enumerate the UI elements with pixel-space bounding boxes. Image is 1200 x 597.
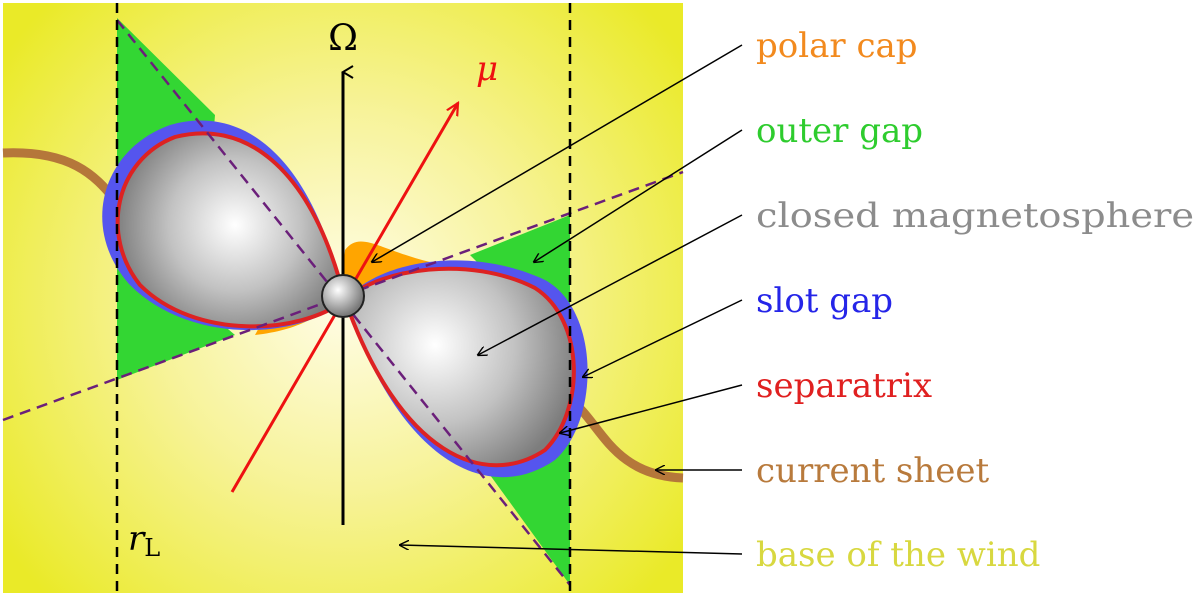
omega-symbol: Ω (328, 18, 358, 59)
light-cylinder-radius-label: rL (128, 519, 160, 562)
label-closed-magnetosphere: closed magnetosphere (756, 196, 1194, 236)
leader-lines (372, 44, 743, 555)
r-subscript: L (144, 534, 160, 562)
neutron-star (321, 274, 365, 318)
label-separatrix: separatrix (756, 366, 932, 406)
label-base-of-wind: base of the wind (756, 535, 1040, 575)
label-slot-gap: slot gap (756, 281, 893, 321)
leader-closed-magnetosphere (478, 214, 743, 355)
closed-zone-upper-left (117, 133, 346, 327)
separatrix-upper-left (115, 131, 348, 329)
r-symbol: r (128, 519, 146, 559)
leader-polar-cap (372, 44, 743, 262)
leader-base-of-wind (400, 545, 743, 555)
mu-symbol: μ (476, 49, 498, 89)
label-outer-gap: outer gap (756, 111, 923, 151)
leader-slot-gap (583, 299, 743, 377)
separatrix-lower-right (342, 266, 576, 468)
label-polar-cap: polar cap (756, 26, 918, 66)
leader-separatrix (560, 384, 743, 433)
leader-outer-gap (534, 129, 743, 262)
closed-zone-lower-right (345, 268, 574, 466)
label-current-sheet: current sheet (756, 451, 990, 491)
